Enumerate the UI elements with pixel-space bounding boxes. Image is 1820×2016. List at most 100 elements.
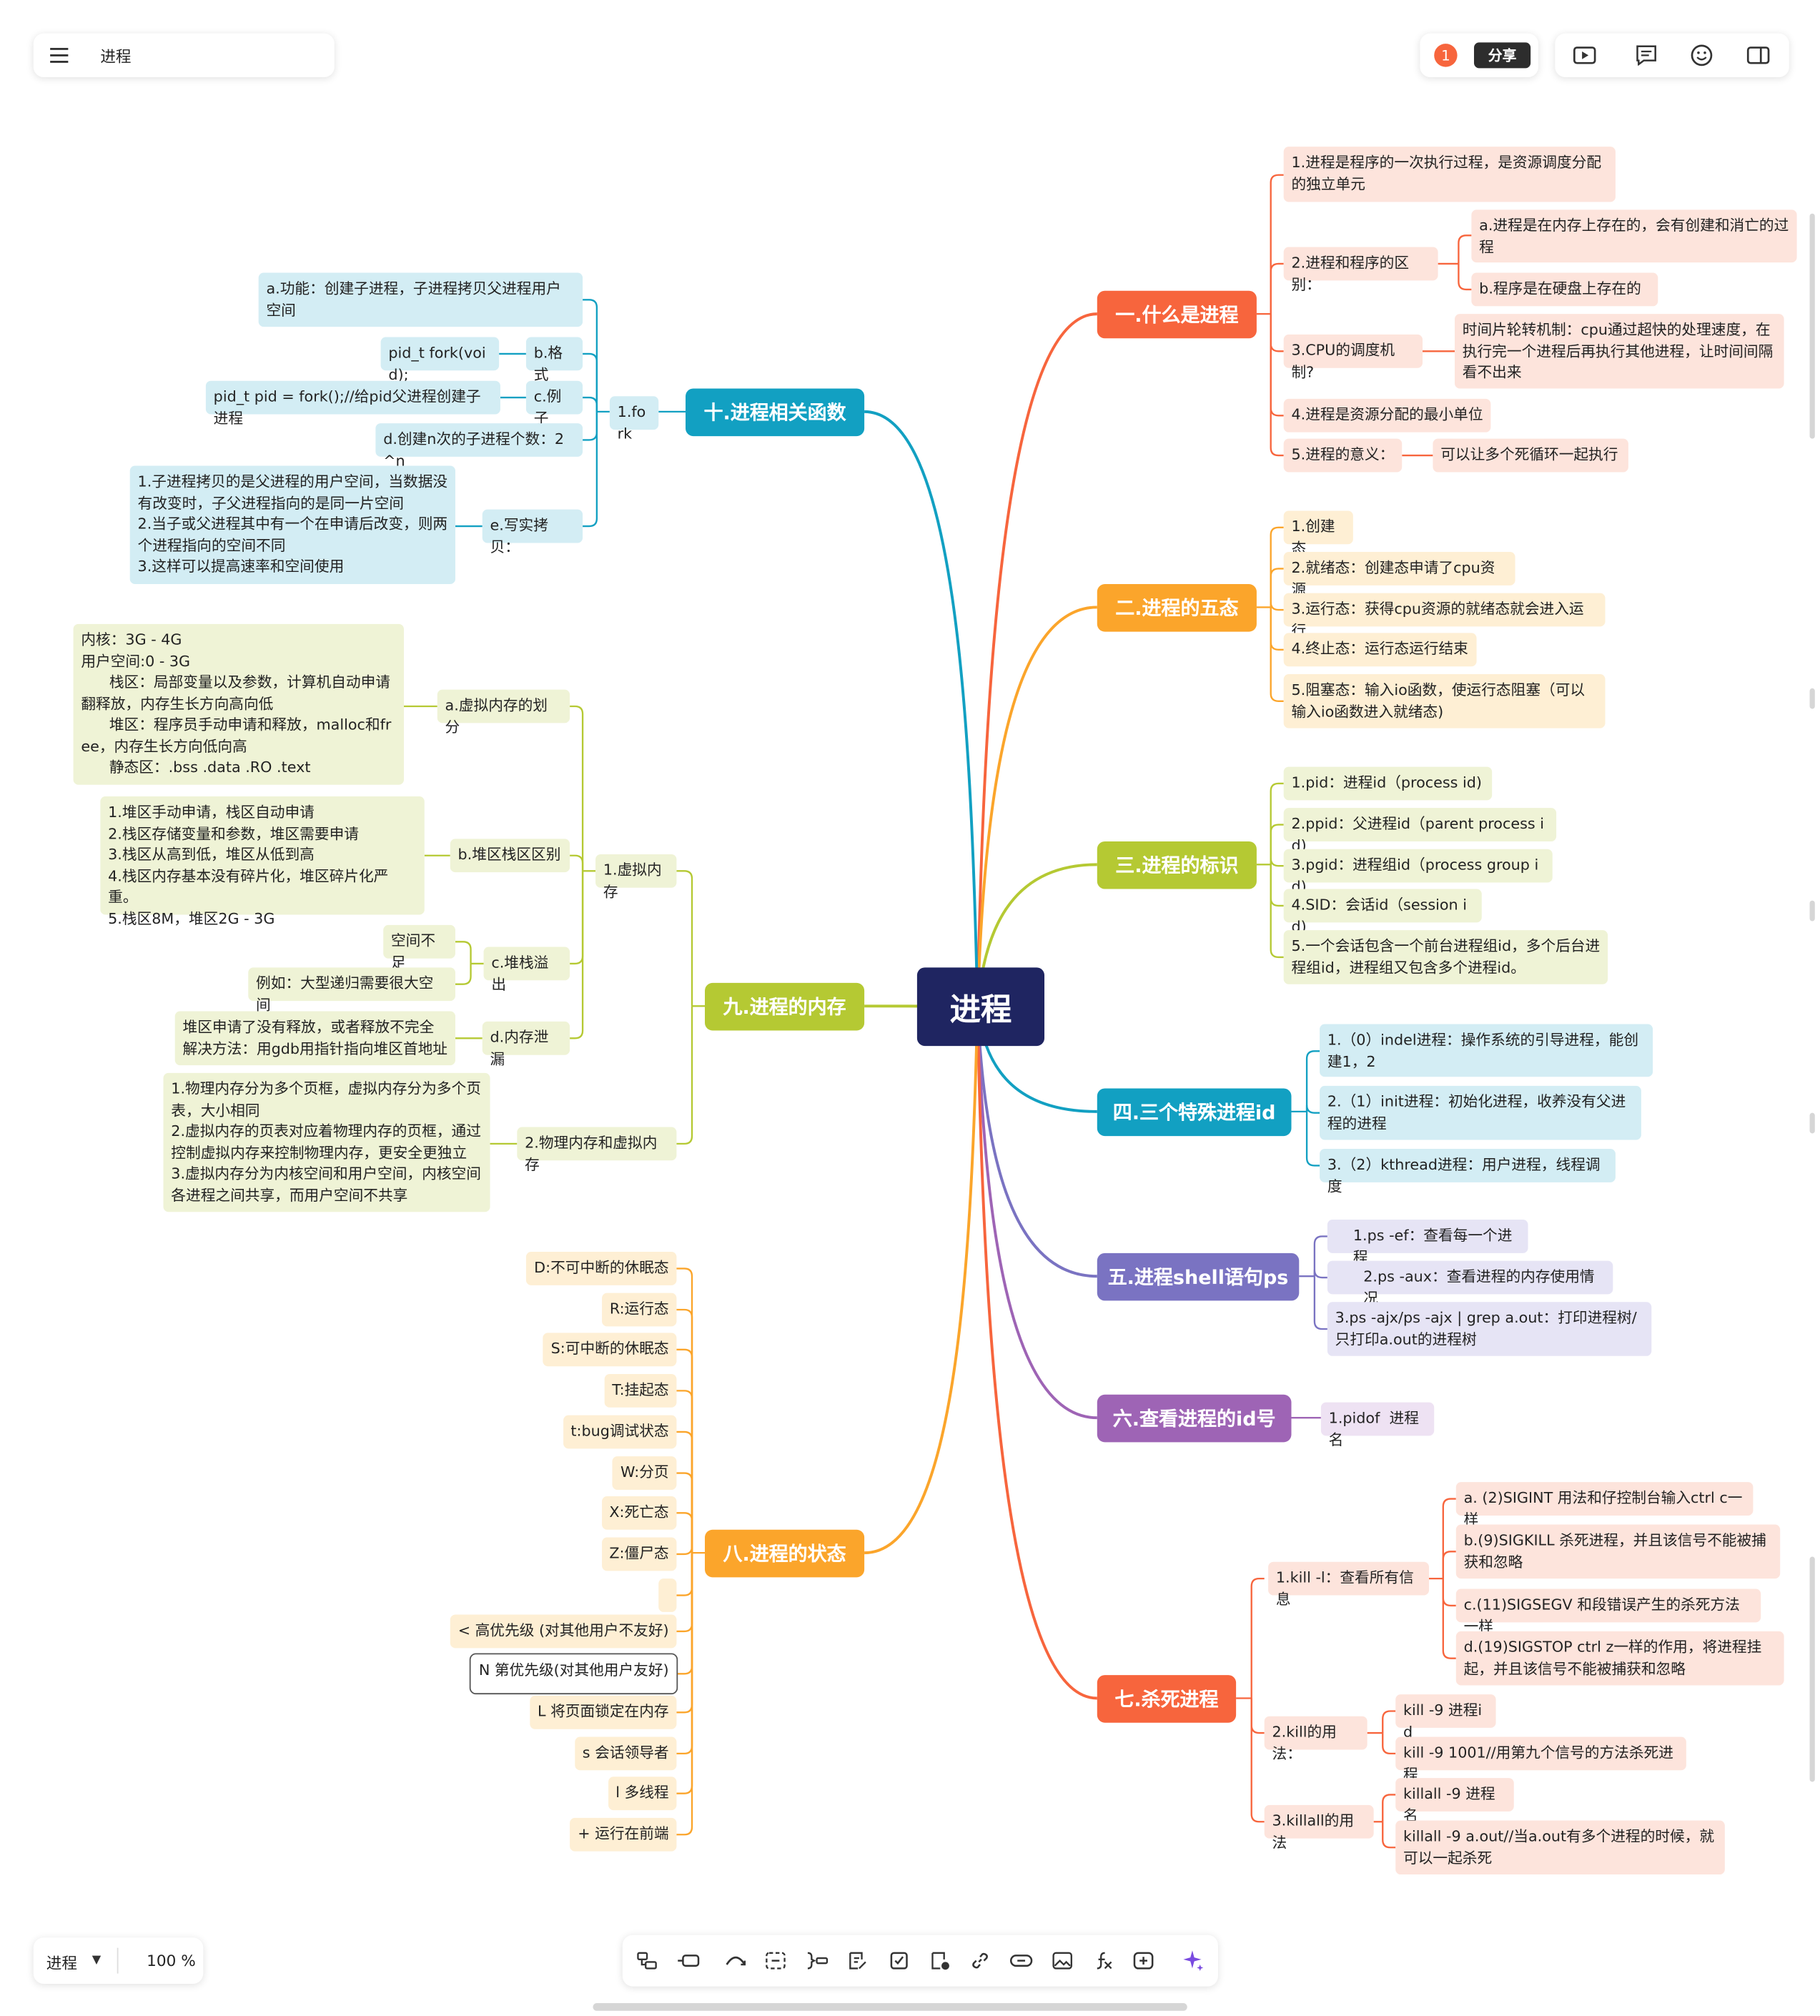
vertical-scrollbar[interactable] [1809, 213, 1815, 439]
root-node[interactable]: 进程 [916, 967, 1045, 1047]
menu-icon[interactable] [46, 42, 72, 68]
topic-node[interactable]: 4.SID：会话id（session id) [1283, 889, 1482, 934]
topic-node[interactable]: 可以让多个死循环一起执行 [1433, 438, 1628, 473]
topic-node[interactable]: 5.进程的意义： [1283, 438, 1403, 473]
state-item[interactable] [658, 1578, 677, 1612]
zoom-level[interactable]: 100 % [147, 1952, 196, 1970]
topic-node[interactable]: 1.pidof 进程名 [1320, 1402, 1435, 1448]
topic-node[interactable]: 堆区申请了没有释放，或者释放不完全 解决方法：用gdb用指针指向堆区首地址 [174, 1011, 455, 1066]
topic-node[interactable]: 3.pgid：进程组id（process group id) [1283, 849, 1553, 895]
topic-node[interactable]: b.堆区栈区区别 [450, 839, 570, 873]
topic-node[interactable]: 2.就绪态：创建态申请了cpu资源 [1283, 552, 1515, 598]
branch-process-states[interactable]: 八.进程的状态 [705, 1529, 865, 1578]
state-item[interactable]: t:bug调试状态 [563, 1415, 677, 1449]
state-item[interactable]: D:不可中断的休眠态 [526, 1252, 677, 1285]
emoji-icon[interactable] [1688, 42, 1714, 68]
topic-node[interactable]: 1.堆区手动申请，栈区自动申请 2.栈区存储变量和参数，堆区需要申请 3.栈区从… [100, 796, 425, 927]
topic-node[interactable]: d.内存泄漏 [482, 1021, 570, 1067]
caret-down-icon[interactable]: ▼ [92, 1954, 102, 1967]
formula-icon[interactable] [1091, 1948, 1117, 1974]
topic-node[interactable]: killall -9 进程名 [1395, 1778, 1514, 1824]
branch-special-ids[interactable]: 四.三个特殊进程id [1097, 1088, 1292, 1137]
topic-node[interactable]: a.功能：创建子进程，子进程拷贝父进程用户空间 [258, 272, 583, 327]
side-panel-icon[interactable] [1746, 42, 1771, 68]
link-icon[interactable] [967, 1948, 993, 1974]
insert-child-icon[interactable] [634, 1948, 660, 1974]
embed-link-icon[interactable] [1009, 1948, 1034, 1974]
topic-node[interactable]: 1.fork [609, 396, 659, 442]
state-item[interactable]: N 第优先级(对其他用户友好) [470, 1653, 678, 1695]
topic-node[interactable]: 3.CPU的调度机制? [1283, 334, 1423, 380]
topic-node[interactable]: a.进程是在内存上存在的，会有创建和消亡的过程 [1471, 209, 1797, 263]
topic-node[interactable]: e.写实拷贝： [482, 509, 583, 555]
topic-node[interactable]: 2.（1）init进程：初始化进程，收养没有父进程的进程 [1320, 1085, 1641, 1140]
topic-node[interactable]: 3.ps -ajx/ps -ajx | grep a.out：打印进程树/只打印… [1327, 1302, 1652, 1356]
state-item[interactable]: X:死亡态 [601, 1496, 677, 1530]
ai-sparkle-icon[interactable] [1181, 1948, 1207, 1974]
state-item[interactable]: < 高优先级 (对其他用户不友好) [450, 1614, 677, 1649]
boundary-icon[interactable] [804, 1948, 830, 1974]
state-item[interactable]: + 运行在前端 [570, 1817, 677, 1852]
topic-node[interactable]: c.例子 [525, 380, 583, 427]
topic-node[interactable]: a.虚拟内存的划分 [437, 689, 570, 735]
horizontal-scrollbar[interactable] [593, 2003, 1187, 2011]
topic-node[interactable]: killall -9 a.out//当a.out有多个进程的时候，就可以一起杀死 [1395, 1820, 1725, 1875]
branch-pid-lookup[interactable]: 六.查看进程的id号 [1097, 1394, 1292, 1443]
state-item[interactable]: s 会话领导者 [575, 1736, 677, 1771]
insert-more-icon[interactable] [1131, 1948, 1157, 1974]
topic-node[interactable]: 2.kill的用法： [1264, 1716, 1368, 1762]
state-item[interactable]: R:运行态 [602, 1293, 677, 1327]
topic-node[interactable]: 1.ps -ef：查看每一个进程 [1327, 1220, 1528, 1265]
topic-node[interactable]: d.(19)SIGSTOP ctrl z一样的作用，将进程挂起，并且该信号不能被… [1455, 1631, 1784, 1686]
state-item[interactable]: L 将页面锁定在内存 [530, 1695, 677, 1729]
topic-node[interactable]: 1.虚拟内存 [595, 854, 677, 900]
insert-sibling-icon[interactable] [676, 1948, 701, 1974]
image-icon[interactable] [1049, 1948, 1075, 1974]
topic-node[interactable]: 1.创建态 [1283, 510, 1353, 556]
branch-process-memory[interactable]: 九.进程的内存 [705, 982, 865, 1031]
branch-identifiers[interactable]: 三.进程的标识 [1097, 841, 1257, 889]
topic-node[interactable]: kill -9 进程id [1395, 1694, 1496, 1740]
branch-process-functions[interactable]: 十.进程相关函数 [686, 388, 865, 437]
topic-node[interactable]: 3.（2）kthread进程：用户进程，线程调度 [1320, 1149, 1616, 1195]
document-title[interactable]: 进程 [100, 47, 132, 66]
topic-node[interactable]: 1.物理内存分为多个页框，虚拟内存分为多个页表，大小相同 2.虚拟内存的页表对应… [163, 1072, 490, 1212]
share-button[interactable]: 分享 [1473, 42, 1531, 69]
topic-node[interactable]: 空间不足 [383, 924, 455, 971]
branch-five-states[interactable]: 二.进程的五态 [1097, 584, 1257, 632]
map-selector[interactable]: 进程 [46, 1954, 77, 1972]
branch-ps-command[interactable]: 五.进程shell语句ps [1097, 1252, 1300, 1301]
topic-node[interactable]: 5.一个会话包含一个前台进程组id，多个后台进程组id，进程组又包含多个进程id… [1283, 930, 1608, 984]
topic-node[interactable]: 4.进程是资源分配的最小单位 [1283, 398, 1491, 433]
topic-node[interactable]: 例如：大型递归需要很大空间 [248, 967, 455, 1013]
state-item[interactable]: W:分页 [613, 1456, 677, 1490]
topic-node[interactable]: 2.进程和程序的区别： [1283, 247, 1438, 292]
topic-node[interactable]: 2.ppid：父进程id（parent process id) [1283, 808, 1557, 854]
outline-icon[interactable] [1633, 42, 1659, 68]
present-icon[interactable] [1572, 42, 1598, 68]
relationship-icon[interactable] [723, 1948, 748, 1974]
state-item[interactable]: Z:僵尸态 [601, 1537, 677, 1571]
topic-node[interactable]: b.格式 [525, 337, 583, 382]
topic-node[interactable]: pid_t pid = fork();//给pid父进程创建子进程 [205, 380, 500, 427]
topic-node[interactable]: 时间片轮转机制：cpu通过超快的处理速度，在执行完一个进程后再执行其他进程，让时… [1454, 314, 1784, 389]
state-item[interactable]: T:挂起态 [604, 1373, 677, 1408]
summary-icon[interactable] [763, 1948, 788, 1974]
topic-node[interactable]: 2.ps -aux：查看进程的内存使用情况 [1327, 1260, 1613, 1307]
topic-node[interactable]: b.程序是在硬盘上存在的 [1471, 272, 1658, 307]
topic-node[interactable]: 1.（0）indel进程：操作系统的引导进程，能创建1，2 [1320, 1024, 1653, 1077]
topic-node[interactable]: 1.kill -l：查看所有信息 [1268, 1561, 1430, 1608]
branch-kill-process[interactable]: 七.杀死进程 [1097, 1675, 1237, 1723]
topic-node[interactable]: 4.终止态：运行态运行结束 [1283, 633, 1477, 667]
topic-node[interactable]: 2.物理内存和虚拟内存 [517, 1127, 677, 1172]
state-item[interactable]: S:可中断的休眠态 [543, 1333, 677, 1367]
checkbox-icon[interactable] [886, 1948, 912, 1974]
topic-node[interactable]: d.创建n次的子进程个数：2^n [375, 423, 583, 469]
topic-node[interactable]: 内核：3G - 4G 用户空间:0 - 3G 栈区：局部变量以及参数，计算机自动… [73, 623, 404, 785]
notification-badge[interactable]: 1 [1434, 44, 1458, 67]
branch-what-is-process[interactable]: 一.什么是进程 [1097, 290, 1257, 339]
topic-node[interactable]: 3.killall的用法 [1264, 1804, 1374, 1851]
state-item[interactable]: l 多线程 [608, 1777, 677, 1811]
topic-node[interactable]: 5.阻塞态：输入io函数，使运行态阻塞（可以输入io函数进入就绪态) [1283, 674, 1606, 728]
topic-node[interactable]: a. (2)SIGINT 用法和仔控制台输入ctrl c一样 [1455, 1482, 1754, 1528]
